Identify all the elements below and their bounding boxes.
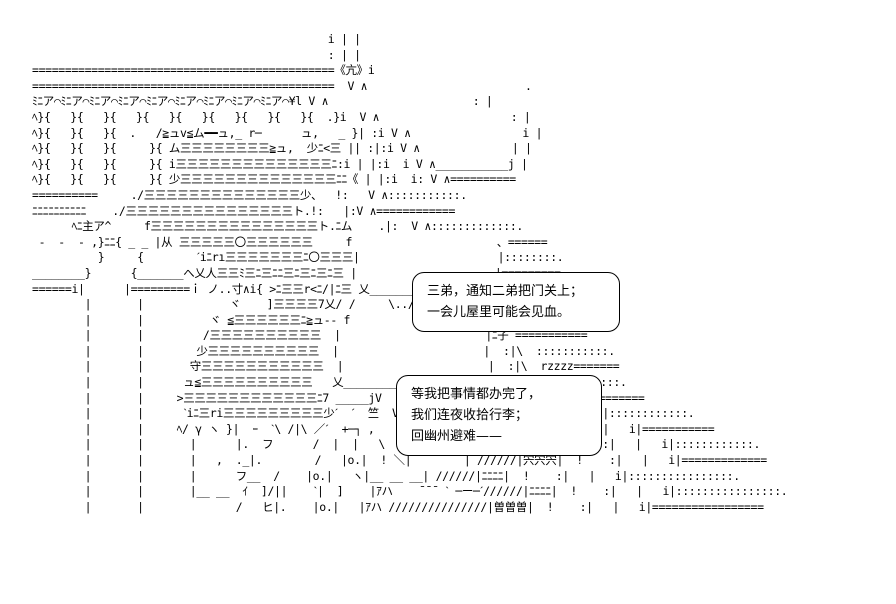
art-line: ﾍ}{ }{ }{ }{ 少三三三三三三三三三三三三三三ﾆﾆ《 | |:i i:… <box>32 172 516 187</box>
speech-bubble-upper: 三弟，通知二弟把门关上； 一会儿屋里可能会见血。 <box>412 272 620 332</box>
art-line: ﾆﾆﾆﾆﾆﾆﾆﾆﾆﾆ ./三三三三三三三三三三三三三三三ト.!: |:V ∧==… <box>32 203 456 218</box>
art-line: ﾐﾆア⌒ﾐﾆア⌒ﾐﾆア⌒ﾐﾆア⌒ﾐﾆア⌒ﾐﾆア⌒ﾐﾆア⌒ﾐﾆア⌒ﾐﾆア⌒¥l V… <box>32 94 493 109</box>
art-line: } { ˊiﾆrı三三三三三三三ﾆ〇三三三| |::::::::. <box>32 250 564 265</box>
speech-line: 我们连夜收拾行李； <box>411 408 529 423</box>
art-line: | | 少三三三三三三三三三三 | | :|\ :::::::::::. <box>32 343 616 358</box>
art-line: | | |__ __ ｲ ]/|| ˋ| ] |ｱハ ˉˉˉ ˋ ─ー─ˊ///… <box>32 484 788 499</box>
art-line: : | | <box>32 47 361 62</box>
art-line: ========== ./三三三三三三三三三三三三三三少、 !: V ∧::::… <box>32 187 467 202</box>
art-line: - - - ,}ﾆﾆ{ _ _ |从 三三三三三〇三三三三三三 f 、=====… <box>32 234 548 249</box>
art-line: ========================================… <box>32 78 532 93</box>
speech-line: 三弟，通知二弟把门关上； <box>427 284 584 299</box>
art-line: ﾍﾆ主ア^ f三三三三三三三三三三三三三三三ト.ﾆム .|: V ∧::::::… <box>32 219 523 234</box>
art-line: ﾍ}{ }{ }{ }{ ム三三三三三三三三≧ュ, 少ﾆ<三 || :|:i V… <box>32 141 532 156</box>
art-line: ﾍ}{ }{ }{ }{ }{ }{ }{ }{ }{ .}i V ∧ : | <box>32 109 531 124</box>
art-line: ========================================… <box>32 63 375 78</box>
speech-bubble-lower: 等我把事情都办完了， 我们连夜收拾行李； 回幽州避难—— <box>396 375 602 456</box>
art-line: | | | フ__ / |o.| ヽ|__ __ __| //////|ﾆﾆﾆﾆ… <box>32 468 741 483</box>
art-line: ﾍ}{ }{ }{ }{ i三三三三三三三三三三三三三三ﾆ:i | |:i i … <box>32 156 528 171</box>
art-line: ﾍ}{ }{ }{ . /≧ュv≦ム━━ュ,_ r─ ュ, _ }| :i V … <box>32 125 543 140</box>
art-line: i | | <box>32 32 361 46</box>
art-line: | | ﾍ/ γ ヽ }| ｰ ˋ\ /|\ ／ˊ +─┐ , ヽ /////\… <box>32 421 715 436</box>
art-line: | | / ヒ|. |o.| |ｱハ ///////////////|曽曽曽| … <box>32 499 764 514</box>
art-line: | | | , ._|. / |o.| ! ＼|ˉˉ | //////|宍宍宍|… <box>32 453 768 468</box>
ascii-art-scene: i | | : | | ============================… <box>32 32 788 515</box>
speech-line: 一会儿屋里可能会见血。 <box>427 305 571 320</box>
speech-line: 等我把事情都办完了， <box>411 387 542 402</box>
art-line: | | 守三三三三三三三三三三三 | | :|\ rzzzz======= <box>32 359 620 374</box>
speech-line: 回幽州避难—— <box>411 429 503 444</box>
